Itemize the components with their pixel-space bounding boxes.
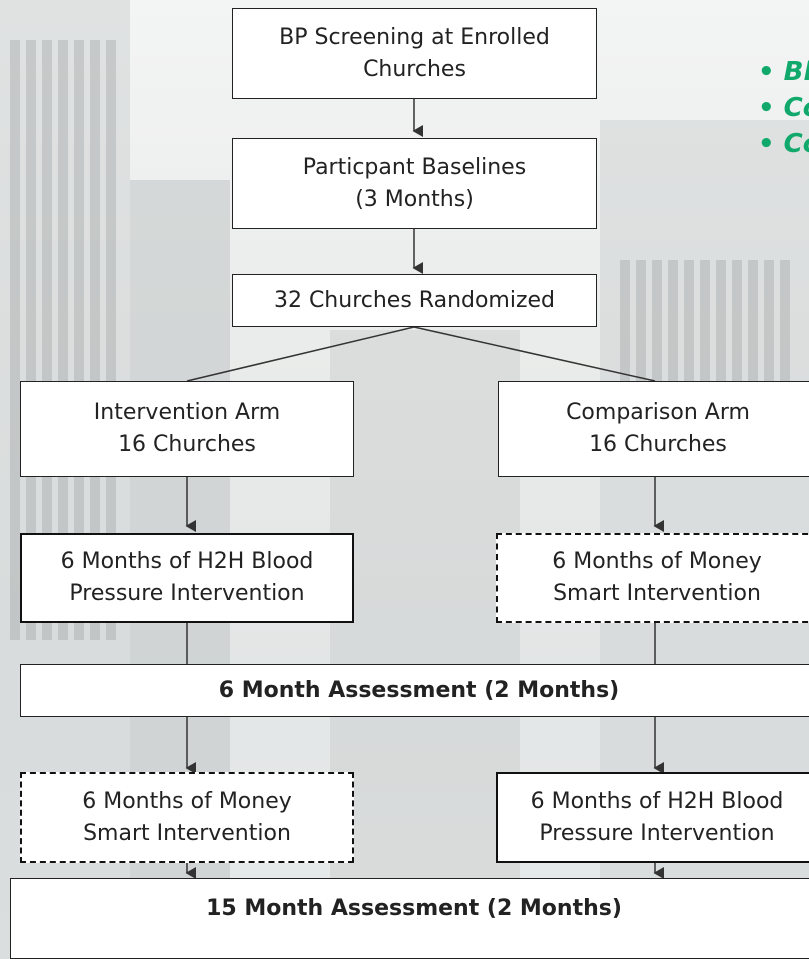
h2h-left-line1: 6 Months of H2H Blood bbox=[60, 549, 314, 575]
money-left-line2: Smart Intervention bbox=[83, 820, 291, 846]
intervention-arm-box: Intervention Arm 16 Churches bbox=[20, 381, 354, 477]
h2h-left-line2: Pressure Intervention bbox=[69, 581, 305, 606]
money-right-line1: 6 Months of Money bbox=[552, 549, 762, 575]
fifteen-month-assessment-label: 15 Month Assessment (2 Months) bbox=[206, 896, 622, 921]
six-month-assessment-box: 6 Month Assessment (2 Months) bbox=[20, 664, 809, 717]
comparison-arm-box: Comparison Arm 16 Churches bbox=[498, 381, 809, 477]
six-month-assessment-label: 6 Month Assessment (2 Months) bbox=[218, 677, 620, 703]
fifteen-month-assessment-box: 15 Month Assessment (2 Months) bbox=[10, 878, 809, 959]
money-left-line1: 6 Months of Money bbox=[82, 788, 292, 814]
h2h-right-line1: 6 Months of H2H Blood bbox=[530, 788, 784, 814]
baselines-line2: (3 Months) bbox=[355, 186, 474, 212]
bp-screening-line2: Churches bbox=[363, 56, 466, 82]
money-right-line2: Smart Intervention bbox=[553, 581, 761, 606]
randomized-label: 32 Churches Randomized bbox=[273, 287, 556, 313]
churches-randomized-box: 32 Churches Randomized bbox=[232, 274, 597, 327]
intervention-arm-line2: 16 Churches bbox=[118, 432, 256, 457]
h2h-right-line2: Pressure Intervention bbox=[539, 820, 775, 846]
baselines-line1: Particpant Baselines bbox=[302, 154, 527, 180]
bullet-item: • Co bbox=[758, 93, 809, 123]
comparison-arm-line2: 16 Churches bbox=[589, 432, 727, 457]
participant-baselines-box: Particpant Baselines (3 Months) bbox=[232, 138, 597, 229]
bullet-item: • Bl bbox=[758, 57, 809, 87]
bullet-list: • Bl • Co • Co bbox=[758, 54, 809, 162]
comparison-arm-line1: Comparison Arm bbox=[566, 400, 750, 426]
bullet-item: • Co bbox=[758, 129, 809, 159]
bp-screening-line1: BP Screening at Enrolled bbox=[279, 24, 550, 50]
intervention-arm-line1: Intervention Arm bbox=[93, 400, 281, 426]
